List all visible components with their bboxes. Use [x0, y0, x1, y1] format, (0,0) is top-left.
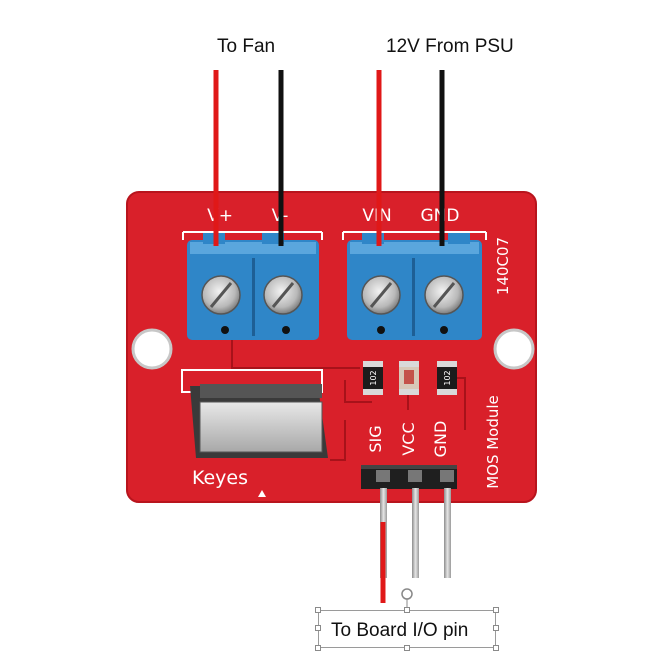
pcb-board: [127, 192, 536, 502]
text-box-selection[interactable]: [315, 607, 499, 651]
label-to-board: To Board I/O pin: [331, 620, 469, 641]
resize-handle[interactable]: [493, 607, 499, 613]
mounting-hole-left: [131, 328, 173, 370]
resize-handle[interactable]: [493, 625, 499, 631]
rotate-handle-icon: [401, 588, 413, 600]
resize-handle[interactable]: [315, 645, 321, 651]
terminal-block-left: [187, 232, 319, 340]
mosfet-transistor: [190, 384, 328, 458]
resize-handle[interactable]: [493, 645, 499, 651]
module-name-label: MOS Module: [484, 395, 502, 489]
pin1-marker-icon: [258, 490, 266, 497]
resize-handle[interactable]: [404, 645, 410, 651]
pcb-edge: [126, 191, 537, 503]
header-pin-gnd: [444, 488, 451, 578]
label-from-psu: 12V From PSU: [386, 36, 514, 57]
label-to-fan: To Fan: [217, 36, 276, 57]
smd-components: 102 102: [363, 361, 457, 395]
resistor-code-2: 102: [443, 370, 452, 385]
header-label-gnd: GND: [431, 421, 450, 458]
resize-handle[interactable]: [315, 607, 321, 613]
resistor-code-1: 102: [369, 370, 378, 385]
terminal-block-right: [347, 232, 482, 340]
resize-handle[interactable]: [404, 607, 410, 613]
brand-label: Keyes: [192, 467, 248, 489]
mounting-hole-right: [493, 328, 535, 370]
side-code-label: 140C07: [494, 237, 512, 295]
pin-header: [361, 465, 457, 578]
header-pin-vcc: [412, 488, 419, 578]
resize-handle[interactable]: [315, 625, 321, 631]
header-label-vcc: VCC: [399, 422, 418, 455]
header-label-sig: SIG: [366, 425, 385, 452]
pin-label-v-plus: V+: [207, 206, 233, 226]
